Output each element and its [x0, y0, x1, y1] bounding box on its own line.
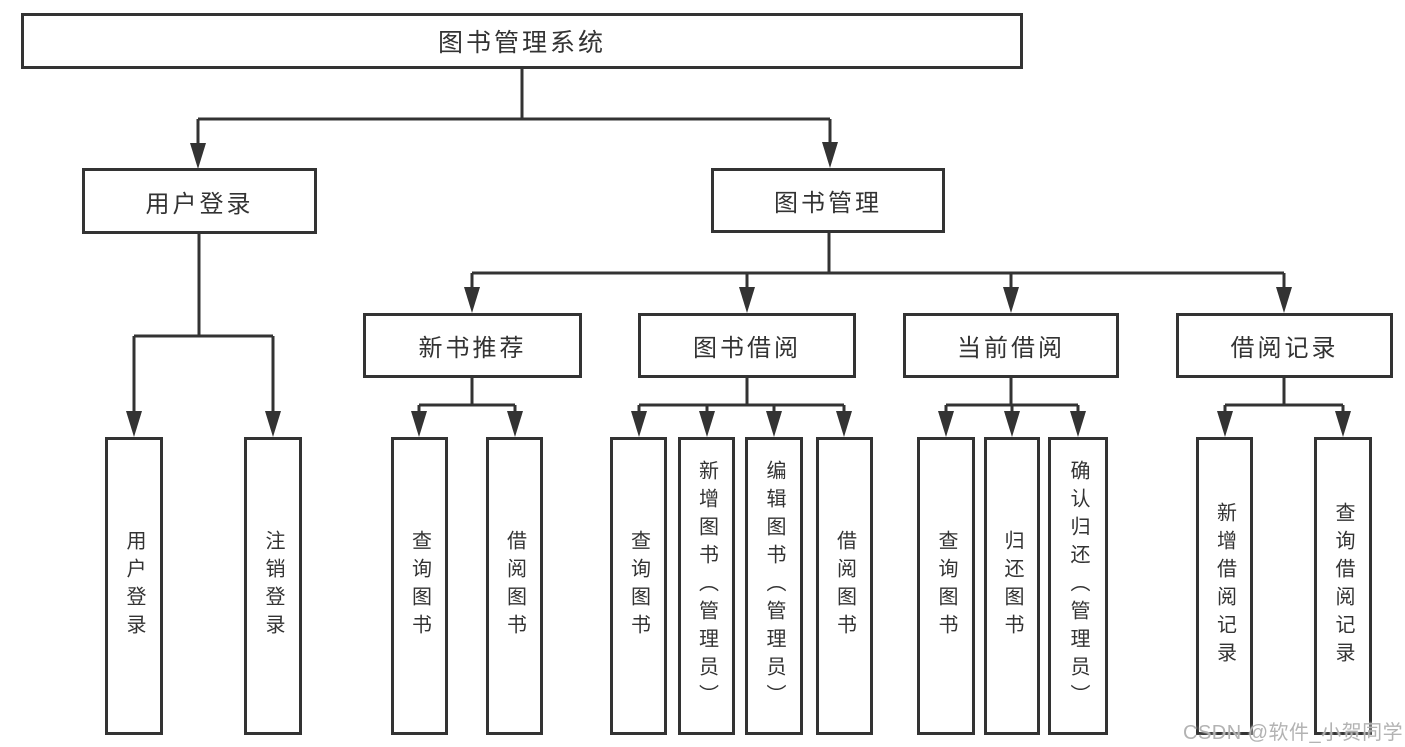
leaf-rec-borrow-label: 借阅图书	[503, 530, 526, 642]
leaf-bb-edit: 编辑图书（管理员）	[745, 437, 803, 735]
node-borrow-records-label: 借阅记录	[1230, 335, 1339, 362]
connector-new-book-rec-to-leaves	[411, 378, 523, 437]
leaf-user-login-label: 用户登录	[123, 530, 145, 642]
leaf-bb-add-label: 新增图书（管理员）	[695, 460, 718, 712]
connector-borrow-records-to-leaves	[1217, 378, 1351, 437]
node-user-login-label: 用户登录	[145, 190, 254, 218]
leaf-br-query: 查询借阅记录	[1314, 437, 1372, 735]
leaf-rec-query: 查询图书	[391, 437, 448, 735]
leaf-logout: 注销登录	[244, 437, 302, 735]
connector-root-to-level2	[190, 69, 838, 169]
leaf-user-login: 用户登录	[105, 437, 163, 735]
node-root-label: 图书管理系统	[437, 29, 606, 57]
leaf-logout-label: 注销登录	[262, 530, 284, 642]
node-book-borrow: 图书借阅	[638, 313, 856, 378]
leaf-br-add-label: 新增借阅记录	[1213, 502, 1236, 670]
leaf-br-add: 新增借阅记录	[1196, 437, 1253, 735]
node-book-mgmt: 图书管理	[711, 168, 945, 233]
connector-user-login-to-leaves	[126, 234, 281, 437]
node-current-borrow-label: 当前借阅	[957, 335, 1065, 362]
leaf-cb-return-label: 归还图书	[1001, 530, 1023, 642]
leaf-cb-return: 归还图书	[984, 437, 1040, 735]
leaf-bb-borrow: 借阅图书	[816, 437, 873, 735]
connector-book-borrow-to-leaves	[631, 378, 852, 437]
leaf-rec-borrow: 借阅图书	[486, 437, 543, 735]
connector-current-borrow-to-leaves	[938, 378, 1086, 437]
leaf-cb-confirm: 确认归还（管理员）	[1048, 437, 1108, 735]
node-borrow-records: 借阅记录	[1176, 313, 1393, 378]
leaf-cb-query-label: 查询图书	[935, 530, 957, 642]
node-book-borrow-label: 图书借阅	[693, 335, 801, 362]
node-current-borrow: 当前借阅	[903, 313, 1119, 378]
node-user-login: 用户登录	[82, 168, 317, 234]
leaf-bb-borrow-label: 借阅图书	[833, 530, 856, 642]
node-book-mgmt-label: 图书管理	[774, 190, 882, 217]
leaf-rec-query-label: 查询图书	[408, 530, 431, 642]
node-new-book-rec: 新书推荐	[363, 313, 582, 378]
leaf-cb-query: 查询图书	[917, 437, 975, 735]
leaf-bb-query: 查询图书	[610, 437, 667, 735]
node-new-book-rec-label: 新书推荐	[418, 335, 527, 362]
leaf-br-query-label: 查询借阅记录	[1332, 502, 1354, 670]
connector-book-mgmt-to-level3	[464, 233, 1292, 313]
leaf-cb-confirm-label: 确认归还（管理员）	[1067, 460, 1089, 712]
leaf-bb-query-label: 查询图书	[627, 530, 650, 642]
csdn-watermark: CSDN @软件_小贺同学	[1183, 722, 1404, 744]
leaf-bb-edit-label: 编辑图书（管理员）	[763, 460, 785, 712]
leaf-bb-add: 新增图书（管理员）	[678, 437, 735, 735]
node-root: 图书管理系统	[21, 13, 1023, 69]
